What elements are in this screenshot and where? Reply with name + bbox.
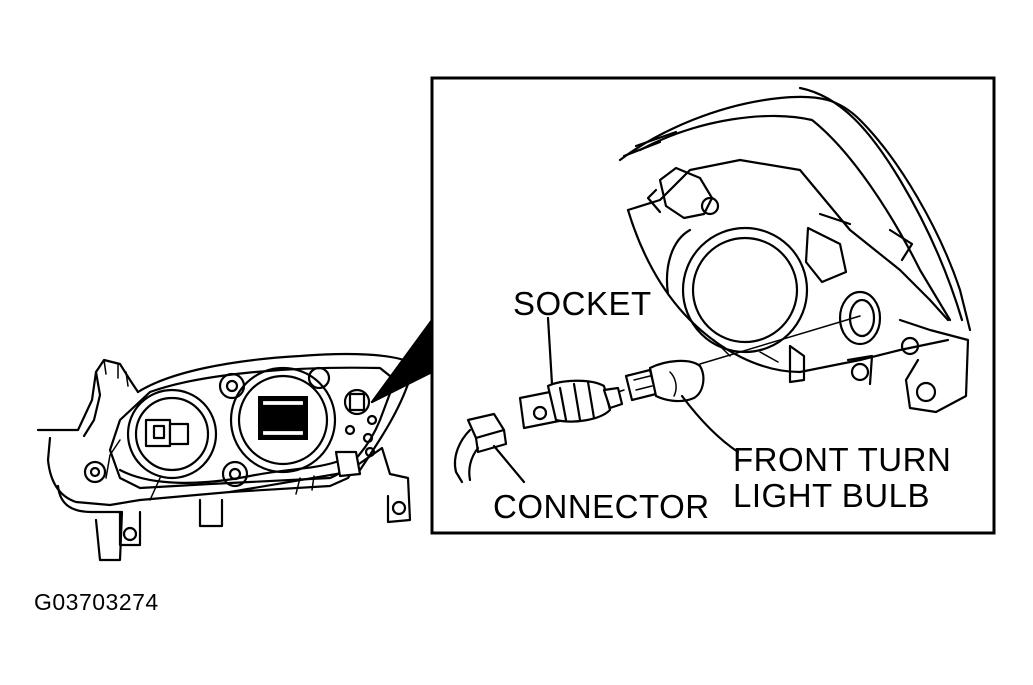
label-socket: SOCKET (513, 285, 652, 322)
label-front-turn-line2: LIGHT BULB (733, 477, 930, 514)
zoom-pointer (370, 318, 434, 404)
install-axis-line (699, 315, 861, 365)
socket-leader (546, 316, 554, 386)
bulb-drawing (624, 359, 705, 403)
socket-drawing (518, 379, 624, 430)
headlamp-housing-detail (618, 86, 972, 414)
connector-drawing (453, 412, 508, 484)
bulb-leader (680, 394, 740, 454)
detail-box-frame (430, 76, 996, 535)
label-connector: CONNECTOR (493, 488, 710, 525)
figure-id: G03703274 (34, 589, 159, 615)
label-front-turn-line1: FRONT TURN (733, 441, 952, 478)
connector-leader (492, 444, 526, 484)
headlamp-assembly-drawing (36, 352, 412, 562)
